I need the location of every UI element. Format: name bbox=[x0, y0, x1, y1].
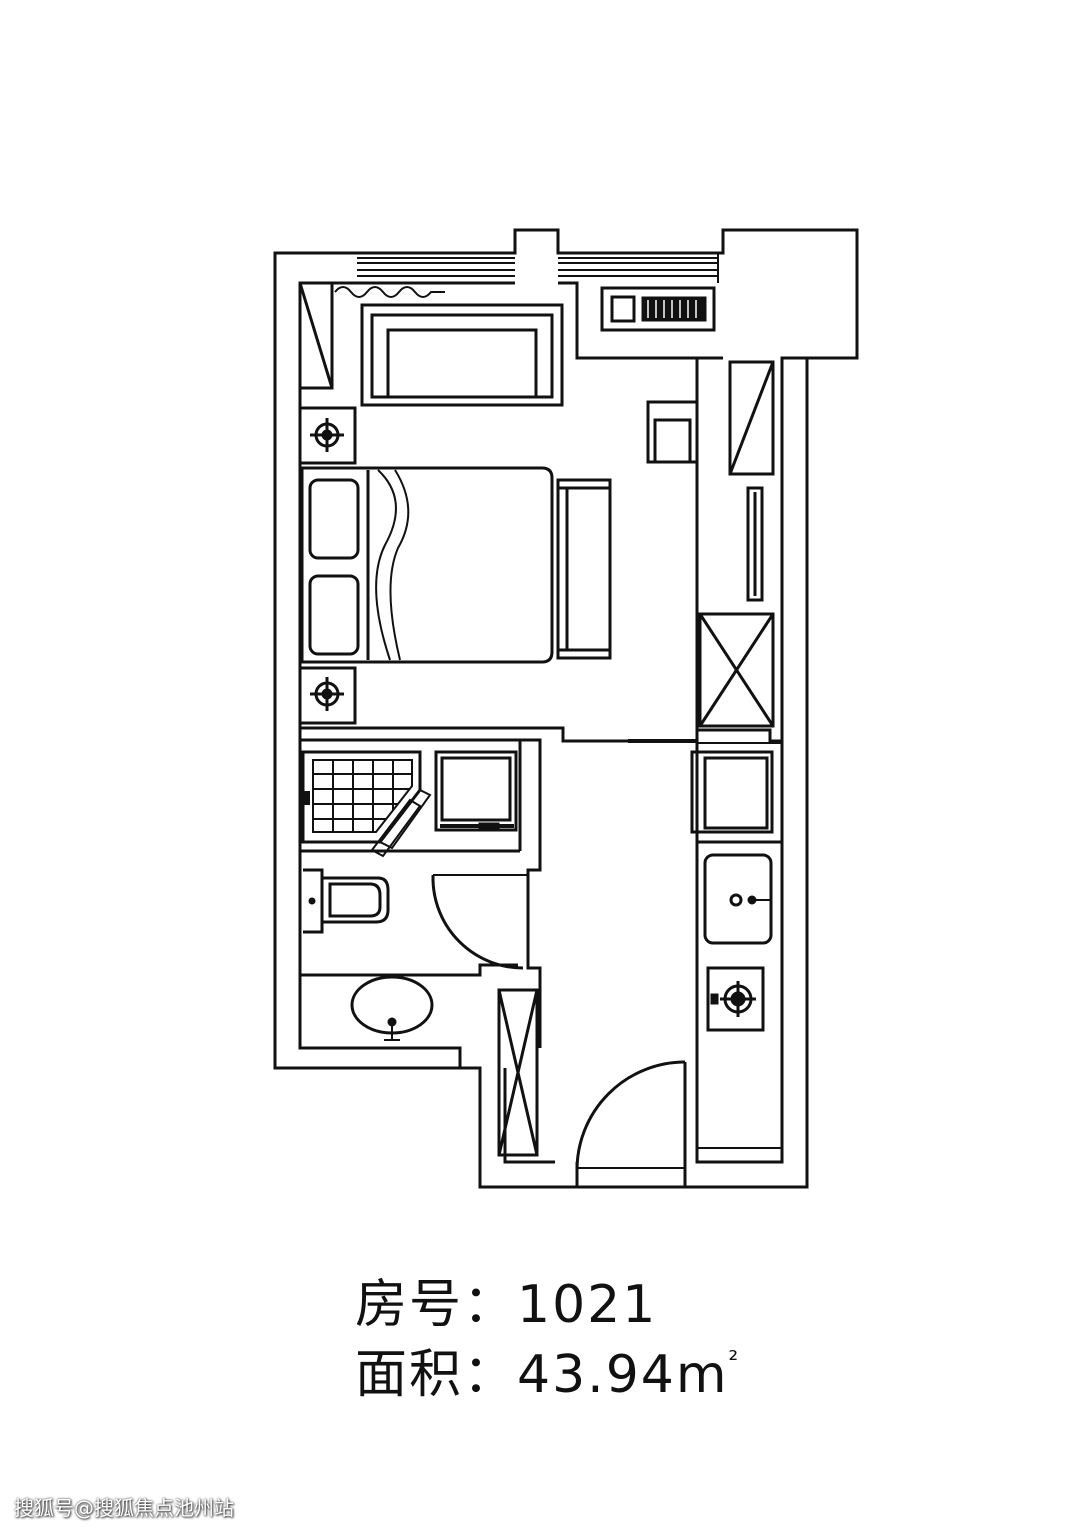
fridge bbox=[690, 750, 774, 834]
watermark: 搜狐号@搜狐焦点池州站 bbox=[14, 1496, 234, 1520]
bathroom-door bbox=[431, 874, 528, 970]
room-number-label: 房号： bbox=[355, 1275, 518, 1335]
area-unit-superscript: ² bbox=[728, 1346, 741, 1374]
bathroom-walls bbox=[300, 738, 542, 1048]
storage-cabinet bbox=[698, 612, 775, 728]
washing-machine bbox=[434, 750, 518, 832]
area-label: 面积： bbox=[355, 1345, 518, 1405]
shower-tray bbox=[301, 750, 432, 858]
tv-cabinet bbox=[600, 286, 716, 332]
bed-bench bbox=[556, 478, 612, 660]
shoe-cabinet bbox=[497, 988, 539, 1157]
room-number-caption: 房号：1021 bbox=[355, 1262, 657, 1337]
bedroom-partition bbox=[300, 726, 782, 744]
balcony-window bbox=[357, 253, 719, 283]
nightstand-top bbox=[298, 406, 357, 465]
floor-plan bbox=[273, 228, 859, 1189]
room-number-value: 1021 bbox=[517, 1275, 658, 1335]
cooktop bbox=[706, 966, 765, 1032]
double-bed bbox=[300, 466, 554, 664]
curtain bbox=[334, 286, 445, 298]
kitchen-counter bbox=[697, 840, 782, 1149]
washbasin bbox=[350, 975, 434, 1041]
wardrobe-right bbox=[728, 360, 775, 602]
nightstand-bottom bbox=[298, 666, 357, 725]
area-unit: m bbox=[675, 1345, 729, 1405]
kitchen-sink bbox=[703, 853, 773, 945]
outer-wall bbox=[273, 228, 859, 1189]
area-caption: 面积：43.94m² bbox=[355, 1332, 740, 1407]
sofa bbox=[360, 303, 564, 407]
desk-chair bbox=[646, 400, 699, 464]
toilet bbox=[303, 868, 390, 934]
entry-door bbox=[575, 1060, 687, 1187]
wardrobe-left bbox=[298, 281, 334, 390]
area-value: 43.94 bbox=[517, 1345, 676, 1405]
